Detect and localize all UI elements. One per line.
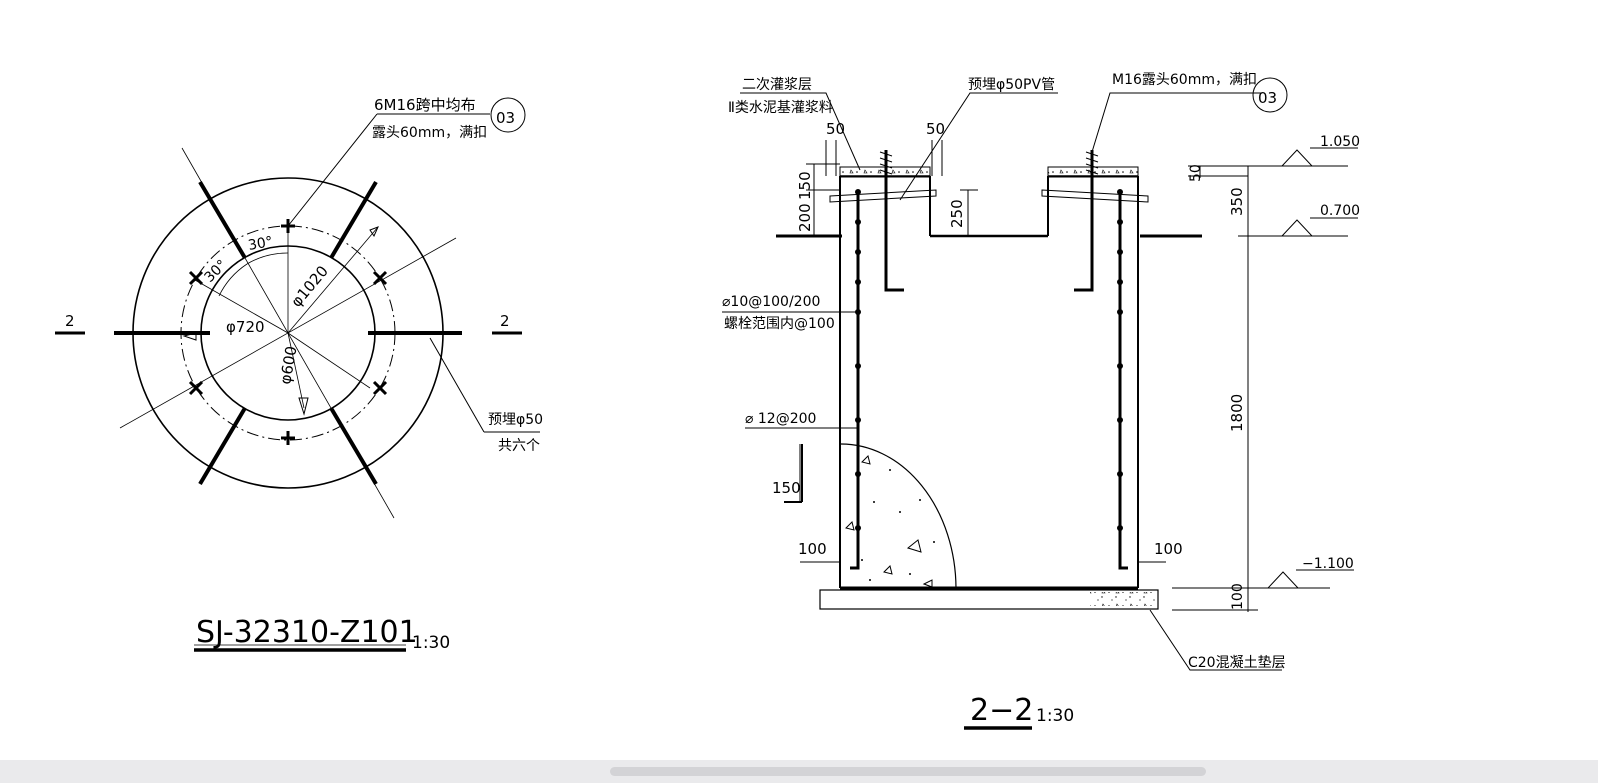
section-detail-bubble (1252, 77, 1288, 113)
concrete-cushion (819, 589, 1159, 610)
plan-scale: 1:30 (412, 633, 450, 653)
dim-1800: 1800 (1228, 394, 1246, 432)
dim-50-mid: 50 (926, 120, 945, 138)
dim-150-cover: 150 (772, 479, 801, 497)
rebar-vertical: ⌀ 12@200 (745, 411, 816, 427)
bolt-icon (372, 270, 388, 286)
dim-50-right: 50 (1188, 164, 1204, 182)
dim-outer: φ1020 (287, 262, 332, 310)
dim-100-base: 100 (1230, 583, 1246, 610)
elev-mid: 0.700 (1320, 203, 1360, 219)
dim-inner: φ600 (276, 345, 300, 386)
dim-bolt-circle: φ720 (226, 318, 265, 336)
detail-ref: 03 (496, 109, 515, 127)
pipe-label-line2: 共六个 (498, 438, 540, 454)
grout-label-line1: 二次灌浆层 (742, 77, 812, 93)
rebar-label-line2: 螺栓范围内@100 (724, 315, 835, 332)
bolt-icon (281, 431, 295, 445)
dim-100-left: 100 (798, 540, 827, 558)
plan-title: SJ-32310-Z101 (196, 615, 418, 650)
angle-label-1: 30° (247, 234, 274, 254)
concrete-hatch-detail (839, 443, 957, 589)
angle-label-2: 30° (202, 257, 231, 286)
concrete-label: C20混凝土垫层 (1188, 655, 1286, 671)
bolt-icon (372, 380, 388, 396)
section-title: 2−2 (970, 693, 1033, 728)
horizontal-scrollbar[interactable] (0, 760, 1598, 783)
rebar-dots (855, 189, 1123, 531)
section-marker-left: 2 (65, 312, 75, 330)
cad-drawing: 2 2 6M16跨中均布 露头60mm，满扣 03 30° 30° φ1020 … (55, 72, 1360, 730)
section-marker-right: 2 (500, 312, 510, 330)
bolt-label: M16露头60mm，满扣 (1112, 72, 1257, 88)
elev-top: 1.050 (1320, 134, 1360, 150)
elev-bottom: −1.100 (1302, 556, 1354, 572)
dim-250: 250 (948, 199, 966, 228)
dim-50-left: 50 (826, 120, 845, 138)
bolt-label-line1: 6M16跨中均布 (374, 96, 476, 114)
section-view (722, 77, 1358, 730)
bolt-icon (188, 270, 204, 286)
plan-view (55, 97, 540, 652)
dim-150: 150 (796, 171, 814, 200)
section-detail-ref: 03 (1258, 89, 1277, 107)
dim-350: 350 (1228, 187, 1246, 216)
dim-200: 200 (796, 203, 814, 232)
elevation-marks (1248, 147, 1358, 589)
pipe-label-line1: 预埋φ50 (488, 412, 543, 428)
dim-100-right: 100 (1154, 540, 1183, 558)
rebar-label-line1: ⌀10@100/200 (722, 294, 820, 310)
detail-bubble (490, 97, 526, 133)
section-labels: 二次灌浆层 Ⅱ类水泥基灌浆料 50 50 预埋φ50PV管 M16露头60mm，… (722, 72, 1360, 728)
pipe-label: 预埋φ50PV管 (968, 77, 1055, 93)
bolt-icon (188, 380, 204, 396)
bolt-label-line2: 露头60mm，满扣 (372, 125, 487, 141)
scrollbar-thumb[interactable] (610, 767, 1206, 776)
section-scale: 1:30 (1036, 706, 1074, 726)
grout-label-line2: Ⅱ类水泥基灌浆料 (728, 99, 833, 116)
